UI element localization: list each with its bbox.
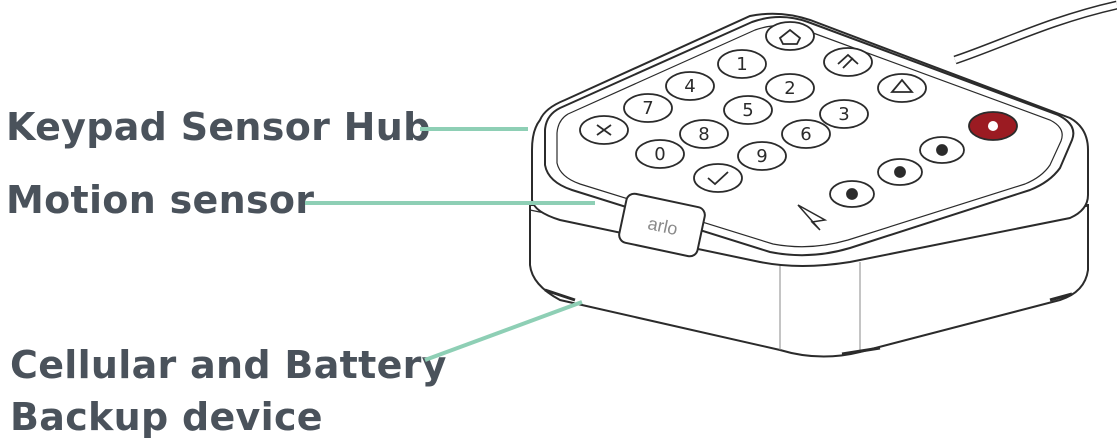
arlo-mark-icon <box>797 204 828 231</box>
key-label-0: 0 <box>654 144 665 165</box>
key-8[interactable] <box>679 119 729 149</box>
panic-button[interactable] <box>968 111 1018 141</box>
key-4[interactable] <box>665 71 715 101</box>
key-0[interactable] <box>635 139 685 169</box>
keypad <box>579 21 1018 208</box>
key-confirm[interactable] <box>693 163 743 193</box>
key-2[interactable] <box>765 73 815 103</box>
key-6[interactable] <box>781 119 831 149</box>
key-label-9: 9 <box>756 146 767 167</box>
function-button-3[interactable] <box>919 136 965 164</box>
key-7[interactable] <box>623 93 673 123</box>
key-label-1: 1 <box>736 54 747 75</box>
away-mode-button[interactable] <box>823 47 873 77</box>
key-9[interactable] <box>737 141 787 171</box>
key-label-6: 6 <box>800 124 811 145</box>
motion-sensor-window <box>618 192 706 258</box>
label-cellular-battery-line1: Cellular and Battery <box>10 343 447 387</box>
key-label-2: 2 <box>784 78 795 99</box>
key-digit-labels: 1 2 3 4 5 6 7 8 9 0 <box>642 54 849 167</box>
key-1[interactable] <box>717 49 767 79</box>
label-cellular-battery-line2: Backup device <box>10 395 323 439</box>
standby-mode-button[interactable] <box>877 73 927 103</box>
home-mode-button[interactable] <box>765 21 815 51</box>
key-label-5: 5 <box>742 100 753 121</box>
key-clear[interactable] <box>579 115 629 145</box>
key-label-8: 8 <box>698 124 709 145</box>
label-keypad-sensor-hub: Keypad Sensor Hub <box>6 105 431 149</box>
key-label-7: 7 <box>642 98 653 119</box>
function-button-1[interactable] <box>829 180 875 208</box>
key-3[interactable] <box>819 99 869 129</box>
label-motion-sensor: Motion sensor <box>6 178 315 222</box>
leader-line-battery-backup <box>424 300 583 362</box>
key-5[interactable] <box>723 95 773 125</box>
key-label-4: 4 <box>684 76 695 97</box>
function-button-2[interactable] <box>877 158 923 186</box>
key-label-3: 3 <box>838 104 849 125</box>
